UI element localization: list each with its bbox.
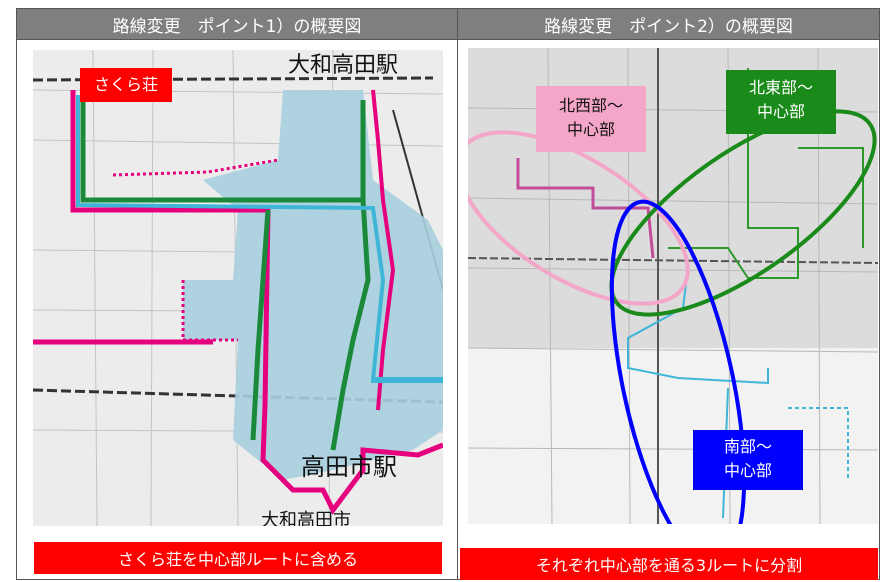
right-route-map: 北西部～ 中心部 北東部～ 中心部 南部～ 中心部 [468,48,878,524]
south-line2: 中心部 [723,461,772,480]
sakura-so-badge: さくら荘 [80,68,172,102]
left-map-graphic: 大和高田駅 高田市駅 大和高田市 [33,50,443,526]
south-central-label: 南部～ 中心部 [693,430,803,490]
northwest-line1: 北西部～ [558,96,623,115]
northeast-line1: 北東部～ [748,78,813,97]
station-label-bottom: 高田市駅 [301,453,397,481]
northwest-central-label: 北西部～ 中心部 [536,86,646,152]
panel-divider [457,40,458,580]
left-route-map: 大和高田駅 高田市駅 大和高田市 さくら荘 [33,50,443,526]
caption-left: さくら荘を中心部ルートに含める [34,542,442,574]
northeast-central-label: 北東部～ 中心部 [726,70,836,134]
caption-right: それぞれ中心部を通る3ルートに分割 [460,548,878,580]
northeast-line2: 中心部 [756,102,805,121]
header-right: 路線変更 ポイント2）の概要図 [457,8,880,40]
station-label-bottom-partial: 大和高田市 [261,510,351,526]
northwest-line2: 中心部 [566,120,615,139]
header-left: 路線変更 ポイント1）の概要図 [16,8,458,40]
station-label-top: 大和高田駅 [288,53,398,78]
south-line1: 南部～ [723,437,772,456]
